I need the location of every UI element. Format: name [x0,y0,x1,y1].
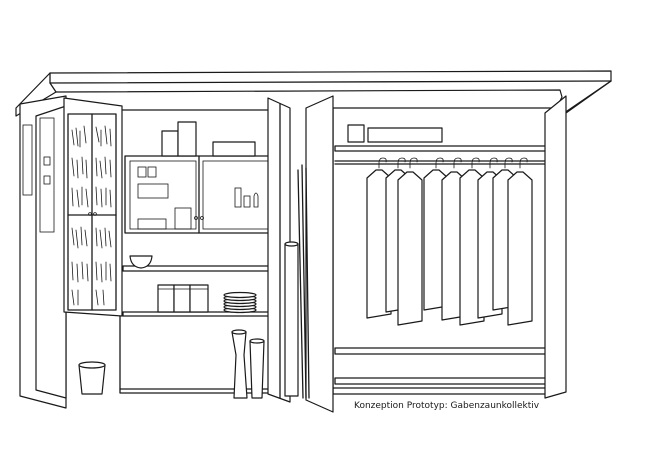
hanger-hook [378,157,387,169]
hanger-hook [519,157,528,169]
garment [507,171,533,326]
hanger-hook [453,157,462,169]
left-door [19,95,67,409]
middle-door [267,95,334,413]
hanger-hook [435,157,444,169]
waste-basket [78,361,106,395]
hanger-hook [409,157,418,169]
hanger-hook [489,157,498,169]
hanger-hook [471,157,480,169]
garment [366,169,392,319]
book-hatching [71,125,112,306]
poles [284,164,310,399]
glass-vitrine [63,97,123,317]
hanger-hook [504,157,513,169]
garment [397,171,423,326]
garment-group [366,157,533,326]
plate-stack [223,291,257,314]
middle-shelving [122,121,281,317]
floor-vases [231,329,265,399]
drawing-caption: Konzeption Prototyp: Gabenzaunkollektiv [354,401,540,411]
hanger-hook [397,157,406,169]
